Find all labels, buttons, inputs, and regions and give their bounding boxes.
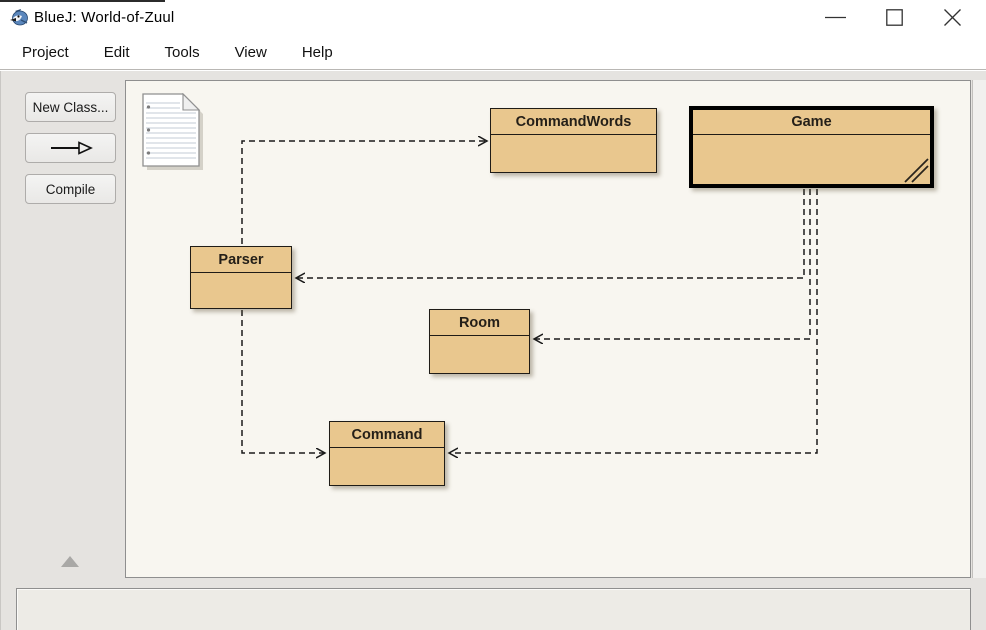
minimize-button[interactable] xyxy=(812,0,858,34)
menu-edit[interactable]: Edit xyxy=(103,43,130,61)
resize-handle-icon[interactable] xyxy=(903,157,929,183)
activity-indicator-triangle xyxy=(61,556,79,567)
compile-button[interactable]: Compile xyxy=(25,174,116,204)
status-panel xyxy=(16,588,971,630)
right-gutter xyxy=(972,80,986,578)
arrow-game-to-parser[interactable] xyxy=(296,189,805,278)
arrow-parser-to-commandwords[interactable] xyxy=(241,141,487,244)
class-room[interactable]: Room xyxy=(429,309,530,374)
class-title: Parser xyxy=(191,247,291,273)
new-class-button[interactable]: New Class... xyxy=(25,92,116,122)
class-commandwords[interactable]: CommandWords xyxy=(490,108,657,173)
class-command[interactable]: Command xyxy=(329,421,445,486)
main-area: New Class... Compile xyxy=(0,71,986,630)
uses-arrow-button[interactable] xyxy=(25,133,116,163)
uses-dependency-arrow-icon xyxy=(50,141,93,155)
class-game[interactable]: Game xyxy=(689,106,934,188)
class-title: Room xyxy=(430,310,529,336)
menu-view[interactable]: View xyxy=(234,43,267,61)
menu-bar: Project Edit Tools View Help xyxy=(0,35,986,70)
class-body xyxy=(330,448,444,485)
menu-help[interactable]: Help xyxy=(301,43,333,61)
window-title: BlueJ: World-of-Zuul xyxy=(34,9,175,26)
menu-tools[interactable]: Tools xyxy=(164,43,200,61)
class-title: Game xyxy=(693,110,930,135)
class-body xyxy=(430,336,529,373)
class-body xyxy=(191,273,291,308)
title-bar: BlueJ: World-of-Zuul xyxy=(0,0,986,35)
close-button[interactable] xyxy=(929,0,975,34)
class-title: CommandWords xyxy=(491,109,656,135)
maximize-button[interactable] xyxy=(871,0,917,34)
class-title: Command xyxy=(330,422,444,448)
arrow-parser-to-command[interactable] xyxy=(241,310,325,453)
readme-notes-icon[interactable] xyxy=(142,93,204,171)
menu-project[interactable]: Project xyxy=(22,43,69,61)
class-body xyxy=(693,135,930,184)
screen-edge-artifact xyxy=(0,0,165,2)
arrow-game-to-room[interactable] xyxy=(534,189,811,339)
class-diagram-canvas[interactable]: CommandWords Game Parser Room Co xyxy=(125,80,971,578)
bluej-bird-icon xyxy=(10,9,28,26)
class-parser[interactable]: Parser xyxy=(190,246,292,309)
class-body xyxy=(491,135,656,172)
